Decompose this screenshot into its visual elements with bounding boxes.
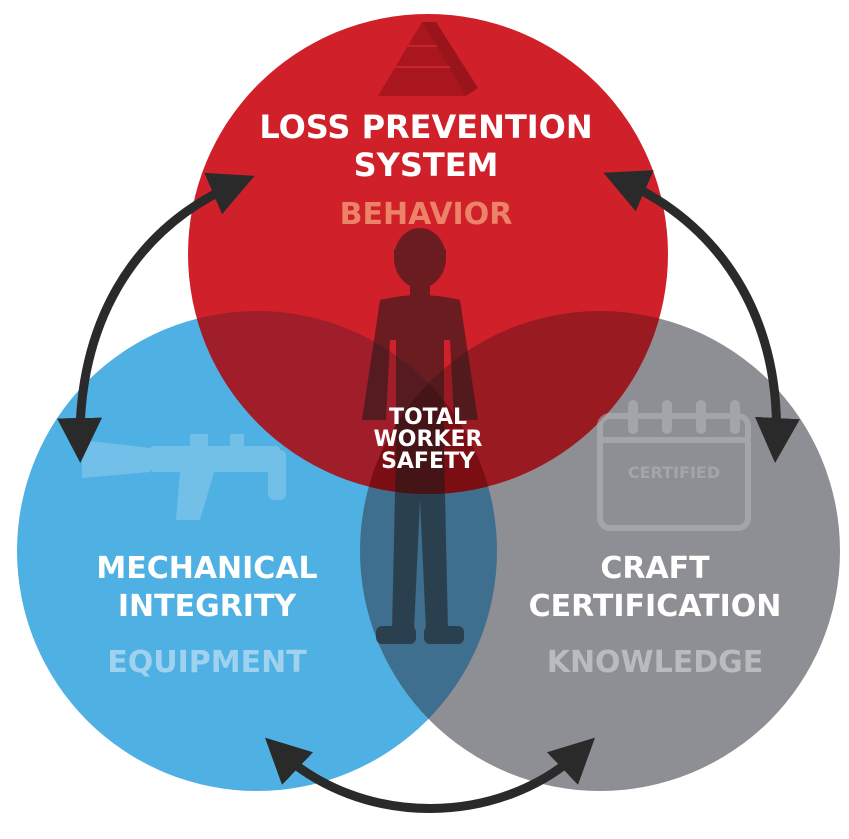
calendar-certified-label: CERTIFIED [628,463,720,482]
left-title-line1: MECHANICAL [96,551,317,586]
right-subtitle: KNOWLEDGE [547,645,764,680]
top-left-double-arrow [57,172,255,463]
top-subtitle: BEHAVIOR [340,197,513,232]
overlap-top-right [360,311,668,494]
pyramid-icon [378,22,478,96]
right-title-line1: CRAFT [600,551,710,586]
overlap-top-left [188,311,497,494]
left-subtitle: EQUIPMENT [107,645,307,680]
center-line2: WORKER [374,427,483,452]
right-title-line2: CERTIFICATION [529,589,782,624]
left-title-line2: INTEGRITY [118,589,298,624]
bottom-double-arrow [264,737,596,813]
center-line1: TOTAL [389,405,467,430]
center-line3: SAFETY [381,449,476,474]
worker-silhouette-icon [362,228,478,644]
top-title-line1: LOSS PREVENTION [259,108,592,146]
top-right-double-arrow [603,170,800,463]
top-title-line2: SYSTEM [354,146,499,184]
